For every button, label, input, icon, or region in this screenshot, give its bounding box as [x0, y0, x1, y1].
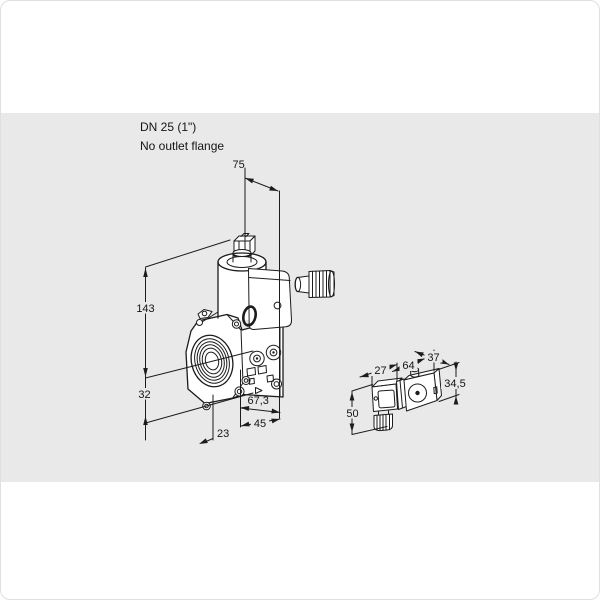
drawing-panel [0, 113, 600, 482]
dimension-label-32: 32 [138, 389, 150, 401]
dimension-label-27: 27 [374, 365, 386, 377]
dimension-label-75: 75 [233, 159, 245, 171]
mounting-bracket [197, 309, 213, 319]
dimension-67-3: 67,3 [240, 369, 281, 428]
dimension-label-45: 45 [254, 418, 266, 430]
dimension-label-37: 37 [427, 352, 439, 364]
solenoid-actuator [201, 233, 284, 323]
dimension-27: 27 [359, 362, 398, 387]
dimension-label-23: 23 [217, 428, 229, 440]
dimension-50: 50 [344, 384, 388, 435]
valve-assembly [185, 233, 335, 411]
dimension-34-5: 34,5 [436, 361, 469, 405]
cable-gland [373, 410, 393, 432]
dimension-label-34-5: 34,5 [444, 378, 465, 390]
solenoid-coil-unit [371, 366, 442, 432]
dimension-label-143: 143 [136, 303, 154, 315]
title-line-2: No outlet flange [140, 139, 224, 153]
dimension-143-32: 143 32 [135, 239, 254, 441]
screw-bosses [249, 344, 282, 367]
product-variant-title: DN 25 (1") No outlet flange [140, 120, 224, 153]
dimension-45: 45 [240, 416, 281, 430]
flow-adjustment-knob [294, 270, 335, 298]
dimension-75: 75 [233, 159, 280, 419]
flow-direction-icon [255, 387, 263, 394]
conduit-grommet [242, 305, 257, 327]
dimension-label-67-3: 67,3 [248, 395, 269, 407]
dimension-label-64: 64 [402, 360, 414, 372]
title-line-1: DN 25 (1") [140, 120, 196, 134]
terminal-details [246, 365, 274, 385]
dimension-annotations: 75 143 32 23 [135, 159, 469, 444]
dimension-label-50: 50 [346, 408, 358, 420]
dimension-37: 37 [414, 349, 450, 372]
dimension-23: 23 [199, 394, 229, 444]
rating-plate [248, 268, 293, 331]
dimension-64: 64 [392, 358, 426, 372]
